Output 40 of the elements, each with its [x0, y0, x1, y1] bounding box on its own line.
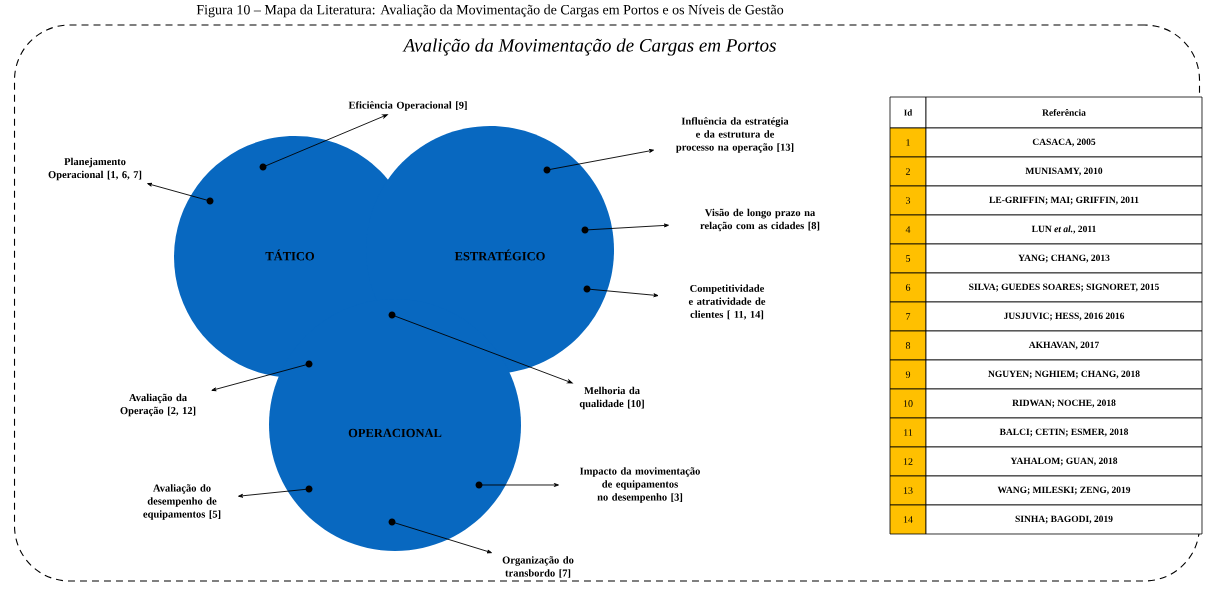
table-cell: YANG; CHANG, 2013: [925, 243, 1203, 274]
table-cell: 6: [889, 272, 927, 303]
topic-label: Avaliação da Operação [2, 12]: [120, 393, 196, 417]
topic-label: Competitividade e atratividade de clientes [ 11, 14]: [688, 284, 766, 320]
table-cell: SILVA; GUEDES SOARES; SIGNORET, 2015: [925, 272, 1203, 303]
table-cell: 11: [889, 417, 927, 448]
table-cell: BALCI; CETIN; ESMER, 2018: [925, 417, 1203, 448]
table-cell: 8: [889, 330, 927, 361]
table-cell: 9: [889, 359, 927, 390]
table-cell: 13: [889, 475, 927, 506]
table-header-cell: Id: [889, 96, 927, 129]
table-cell: LE-GRIFFIN; MAI; GRIFFIN, 2011: [925, 185, 1203, 216]
table-cell: 7: [889, 301, 927, 332]
topic-label: Planejamento Operacional [1, 6, 7]: [48, 157, 142, 181]
topic-label: Impacto da movimentação de equipamentos no desempenho [3]: [580, 467, 700, 503]
table-cell: RIDWAN; NOCHE, 2018: [925, 388, 1203, 419]
topic-label: Eficiência Operacional [9]: [348, 101, 467, 111]
table-cell: SINHA; BAGODI, 2019: [925, 504, 1203, 535]
topic-label: Melhoria da qualidade [10]: [579, 386, 644, 410]
table-cell: 5: [889, 243, 927, 274]
table-cell: 4: [889, 214, 927, 245]
topic-label: Avaliação do desempenho de equipamentos [5]: [143, 484, 221, 520]
table-cell: MUNISAMY, 2010: [925, 156, 1203, 187]
table-cell: 12: [889, 446, 927, 477]
figure-title: Figura 10 – Mapa da Literatura: Avaliação da Movimentação de Cargas em Portos e os Níveis de Gestão: [196, 4, 784, 18]
table-cell: 2: [889, 156, 927, 187]
table-cell: NGUYEN; NGHIEM; CHANG, 2018: [925, 359, 1203, 390]
table-cell: WANG; MILESKI; ZENG, 2019: [925, 475, 1203, 506]
table-cell: JUSJUVIC; HESS, 2016 2016: [925, 301, 1203, 332]
table-cell: 10: [889, 388, 927, 419]
table-cell: YAHALOM; GUAN, 2018: [925, 446, 1203, 477]
table-cell: 14: [889, 504, 927, 535]
topic-label: Visão de longo prazo na relação com as cidades [8]: [700, 208, 820, 232]
table-cell: 3: [889, 185, 927, 216]
table-cell: 1: [889, 127, 927, 158]
table-cell: CASACA, 2005: [925, 127, 1203, 158]
table-cell: LUN et al., 2011: [925, 214, 1203, 245]
topic-label: Organização do transbordo [7]: [502, 556, 574, 578]
topic-label: Influência da estratégia e da estrutura de processo na operação [13]: [676, 117, 794, 153]
table-cell: AKHAVAN, 2017: [925, 330, 1203, 361]
